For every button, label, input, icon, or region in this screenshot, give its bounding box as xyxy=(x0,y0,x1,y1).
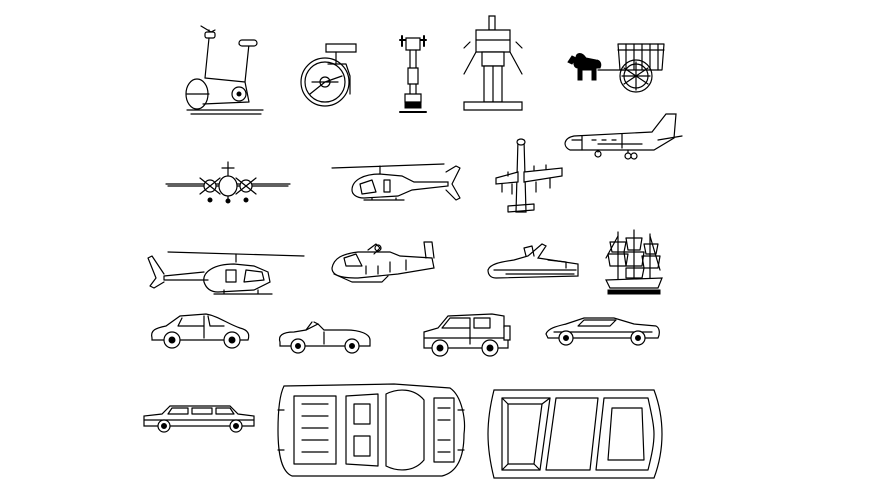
convertible-icon xyxy=(276,318,374,354)
helicopter-icon xyxy=(328,160,466,208)
sailing-ship-icon xyxy=(604,228,664,298)
suv-icon xyxy=(420,312,512,358)
car-side-icon xyxy=(148,312,252,350)
exercise-bike-icon xyxy=(183,22,265,116)
car-top-icon xyxy=(486,386,664,482)
seaplane-icon xyxy=(328,238,438,286)
helicopter-icon xyxy=(144,250,306,300)
horse-cart-icon xyxy=(568,40,668,96)
car-top-icon xyxy=(274,380,468,480)
jet-ski-icon xyxy=(486,238,582,286)
cargo-plane-side-icon xyxy=(562,110,684,166)
limousine-icon xyxy=(142,400,258,436)
sports-car-icon xyxy=(544,314,662,348)
control-tower-icon xyxy=(460,14,526,114)
caster-wheel-icon xyxy=(298,42,358,108)
gym-machine-icon xyxy=(396,32,430,114)
twin-prop-plane-front-icon xyxy=(164,158,292,204)
cargo-plane-top-icon xyxy=(494,136,566,218)
